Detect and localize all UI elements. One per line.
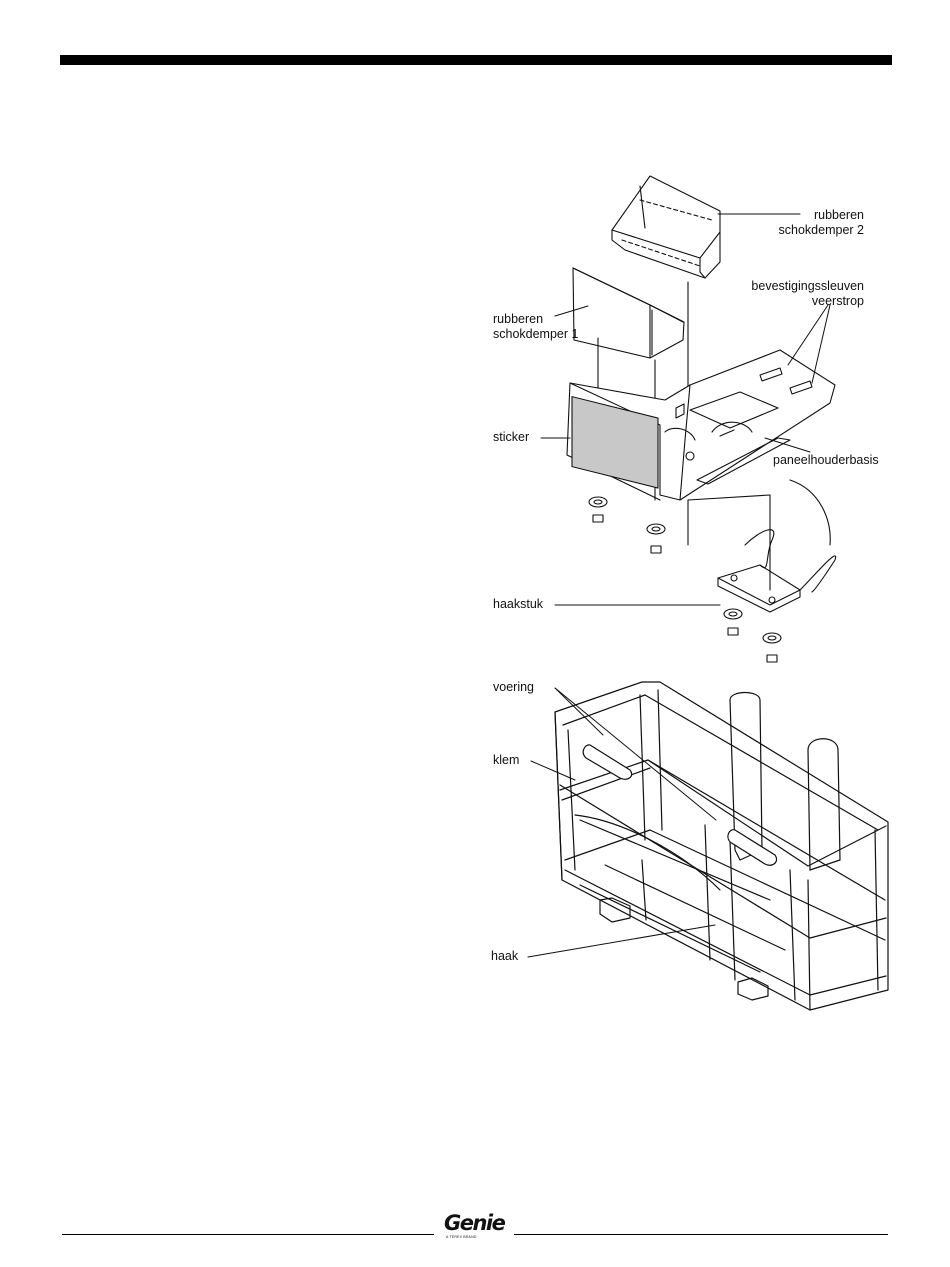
- label-hook: haak: [491, 949, 518, 964]
- label-shock-absorber-1-line2: schokdemper 1: [493, 327, 578, 342]
- label-shock-absorber-1: rubberen schokdemper 1: [493, 312, 578, 342]
- label-sticker: sticker: [493, 430, 529, 445]
- label-lining: voering: [493, 680, 534, 695]
- label-shock-absorber-1-line1: rubberen: [493, 312, 578, 327]
- platform-basket: [555, 682, 888, 1010]
- footer-rule-left: [62, 1234, 434, 1235]
- footer-rule-right: [514, 1234, 888, 1235]
- panel-holder-base-part: [567, 350, 835, 500]
- label-clamp: klem: [493, 753, 519, 768]
- hook-piece-part: [688, 480, 836, 612]
- label-shock-absorber-2: rubberen schokdemper 2: [778, 208, 864, 238]
- genie-logo: Genie A TEREX BRAND: [438, 1211, 510, 1245]
- label-shock-absorber-2-line1: rubberen: [778, 208, 864, 223]
- logo-tagline: A TEREX BRAND: [446, 1235, 477, 1239]
- label-strap-slots-line1: bevestigingssleuven: [730, 279, 864, 294]
- fastener-set-upper: [589, 497, 665, 553]
- logo-wordmark: Genie: [444, 1211, 504, 1235]
- label-panel-holder-base: paneelhouderbasis: [773, 453, 879, 468]
- label-strap-slots-line2: veerstrop: [730, 294, 864, 309]
- label-strap-slots: bevestigingssleuven veerstrop: [730, 279, 864, 309]
- fastener-set-lower: [724, 609, 781, 662]
- label-shock-absorber-2-line2: schokdemper 2: [778, 223, 864, 238]
- label-hook-piece: haakstuk: [493, 597, 543, 612]
